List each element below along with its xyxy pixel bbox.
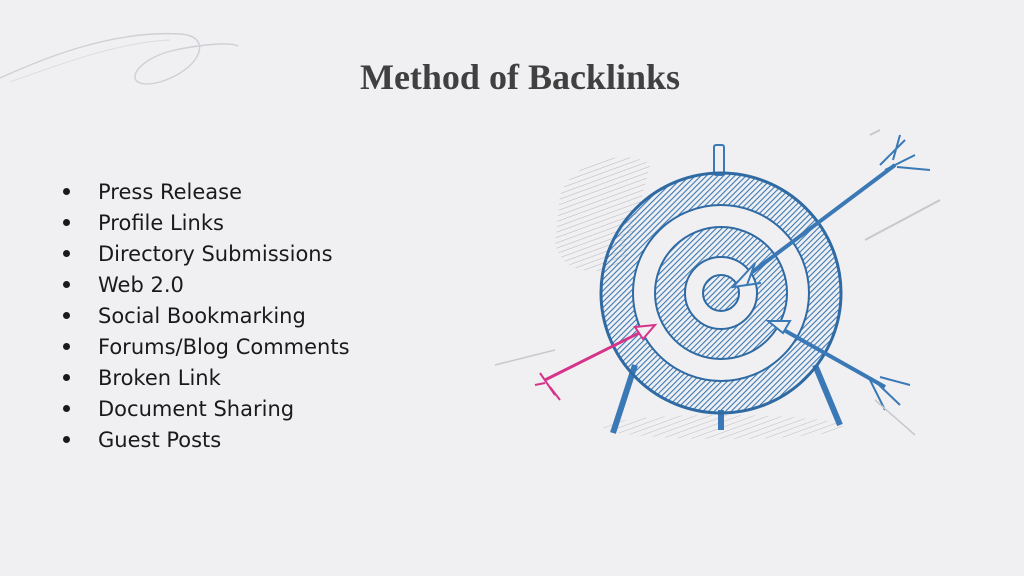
motion-line (874, 399, 916, 436)
target-with-arrows-icon (494, 129, 941, 439)
bullet-icon (63, 374, 70, 381)
arrow-bullseye (730, 134, 931, 289)
motion-line (494, 349, 556, 366)
arrow-pink (534, 323, 658, 401)
motion-line (864, 199, 941, 241)
decorative-swirl (0, 32, 239, 85)
list-item-label: Press Release (98, 179, 242, 204)
list-item: Press Release (60, 176, 350, 207)
arrow-right (765, 320, 911, 411)
list-item: Profile Links (60, 207, 350, 238)
list-item-label: Profile Links (98, 210, 224, 235)
list-item: Broken Link (60, 362, 350, 393)
bullet-icon (63, 250, 70, 257)
list-item-label: Social Bookmarking (98, 303, 306, 328)
bullet-icon (63, 188, 70, 195)
list-item-label: Forums/Blog Comments (98, 334, 350, 359)
bullet-icon (63, 312, 70, 319)
bullet-icon (63, 405, 70, 412)
target-top-post (713, 144, 725, 176)
list-item: Social Bookmarking (60, 300, 350, 331)
backlink-methods-list: Press Release Profile Links Directory Su… (60, 176, 350, 455)
list-item-label: Directory Submissions (98, 241, 333, 266)
list-item: Document Sharing (60, 393, 350, 424)
page-title: Method of Backlinks (359, 57, 681, 97)
bullet-icon (63, 219, 70, 226)
target-bullseye (702, 274, 740, 312)
list-item-label: Document Sharing (98, 396, 295, 421)
list-item: Web 2.0 (60, 269, 350, 300)
list-item: Guest Posts (60, 424, 350, 455)
list-item: Directory Submissions (60, 238, 350, 269)
list-item: Forums/Blog Comments (60, 331, 350, 362)
list-item-label: Broken Link (98, 365, 221, 390)
stand-leg-left (610, 364, 638, 434)
bullet-icon (63, 281, 70, 288)
stand-leg-right (812, 363, 843, 427)
bullet-icon (63, 436, 70, 443)
list-item-label: Web 2.0 (98, 272, 184, 297)
bullet-icon (63, 343, 70, 350)
motion-line (869, 129, 881, 136)
list-item-label: Guest Posts (98, 427, 222, 452)
